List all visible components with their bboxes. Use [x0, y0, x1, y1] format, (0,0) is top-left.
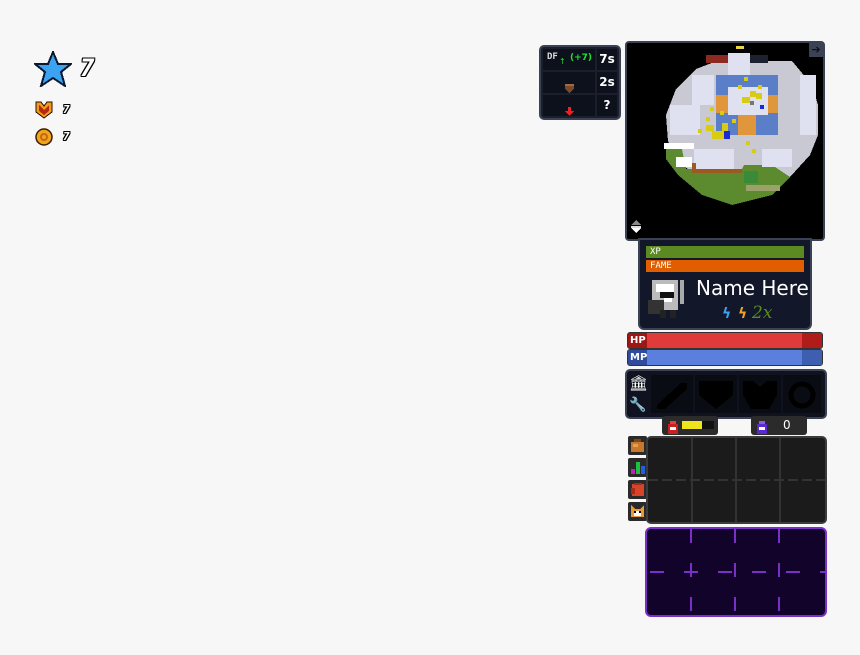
magic-potion-slot[interactable]: 0: [751, 416, 807, 435]
magic-potion-count: 0: [783, 418, 791, 432]
vault-icon[interactable]: 🏛: [629, 374, 649, 392]
backpack-slots[interactable]: [647, 529, 825, 615]
mp-bar: MP: [627, 349, 823, 366]
xp-bar: XP: [646, 246, 804, 258]
fame-icon: [35, 101, 53, 119]
zoom-toggle-icon[interactable]: [630, 219, 642, 233]
buff-time-debuff: ?: [597, 95, 617, 116]
magic-potion-icon: [756, 419, 768, 434]
buff-time-defense: 7s: [597, 49, 617, 70]
fame-label: FAME: [650, 261, 672, 271]
down-arrow-icon: [565, 101, 574, 116]
gold-boost-icon: ϟ: [738, 306, 748, 322]
blue-boost-icon: ϟ: [722, 306, 732, 322]
ability-slot[interactable]: [695, 375, 737, 413]
stats-chart-icon[interactable]: [628, 458, 647, 477]
buff-row-shield: [543, 72, 595, 93]
backpack-grid: [645, 527, 827, 617]
hp-label: HP: [630, 335, 646, 346]
character-name: Name Here: [696, 276, 809, 300]
shield-icon: [565, 78, 574, 93]
wrench-icon[interactable]: 🔧: [629, 397, 647, 413]
hp-bar: HP: [627, 332, 823, 349]
arrow-right-icon[interactable]: ➔: [809, 43, 823, 57]
defense-buff-icon: DF: [547, 52, 558, 62]
buff-time-shield: 2s: [597, 72, 617, 93]
character-avatar: [646, 278, 686, 320]
gold-coin-icon: [35, 128, 53, 146]
up-arrow-icon: ↑: [559, 57, 566, 66]
inventory-grid: [646, 436, 827, 524]
buff-bonus: (+7): [570, 53, 593, 63]
armor-slot[interactable]: [739, 375, 781, 413]
xp-label: XP: [650, 247, 661, 257]
loot-multiplier: 2x: [752, 303, 773, 323]
gold-count: 7: [63, 130, 70, 143]
weapon-slot[interactable]: [651, 375, 693, 413]
health-potion-slot[interactable]: [662, 416, 718, 435]
backpack-icon[interactable]: [628, 480, 647, 499]
buff-row-defense: DF ↑ (+7): [543, 49, 595, 70]
fame-bar: FAME: [646, 260, 804, 272]
star-count: 7: [80, 54, 95, 82]
buff-row-debuff: [543, 95, 595, 116]
minimap[interactable]: ➔: [625, 41, 825, 241]
pouch-icon[interactable]: [628, 436, 647, 455]
character-panel: XP FAME Name Here ϟ ϟ 2x: [638, 238, 812, 330]
star-icon: [32, 49, 74, 89]
ring-slot[interactable]: [783, 375, 821, 413]
minimap-terrain: [664, 46, 818, 205]
health-potion-icon: [667, 419, 679, 434]
equipment-panel: 🏛 🔧: [625, 369, 827, 419]
mp-label: MP: [630, 352, 648, 363]
inventory-slots[interactable]: [648, 438, 825, 522]
buff-timers-panel: DF ↑ (+7) 7s 2s ?: [539, 45, 621, 120]
health-potion-meter: [682, 421, 714, 429]
fame-count: 7: [63, 103, 70, 116]
pet-icon[interactable]: [628, 502, 647, 521]
